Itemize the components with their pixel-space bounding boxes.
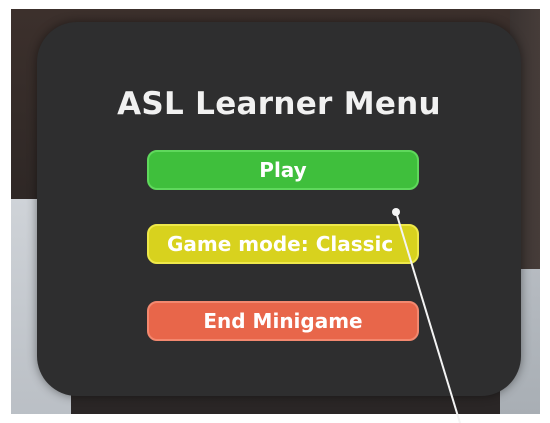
game-mode-button[interactable]: Game mode: Classic: [147, 224, 419, 264]
menu-title: ASL Learner Menu: [117, 86, 441, 122]
menu-panel: ASL Learner Menu Play Game mode: Classic…: [37, 22, 521, 396]
end-minigame-button[interactable]: End Minigame: [147, 301, 419, 341]
play-button[interactable]: Play: [147, 150, 419, 190]
